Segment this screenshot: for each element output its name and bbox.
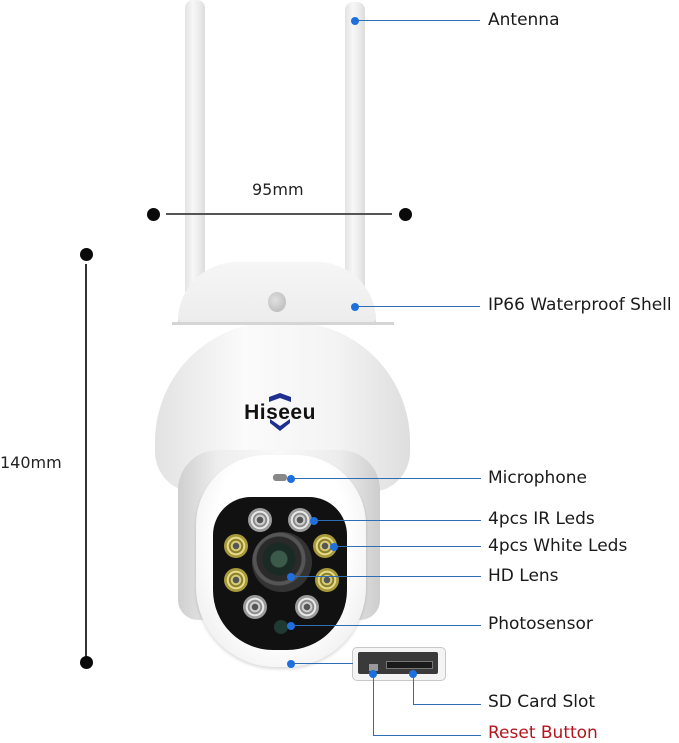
leader-line	[334, 546, 481, 548]
right-antenna	[345, 2, 365, 300]
callout-label: Reset Button	[488, 723, 598, 743]
width-dimension-line	[166, 213, 392, 215]
leader-line	[355, 20, 480, 22]
microphone-hole	[273, 474, 287, 481]
shield-logo-icon	[269, 393, 291, 431]
leader-line	[373, 735, 481, 737]
brand-logo: Hiseeu	[238, 393, 322, 433]
ir-led	[243, 595, 267, 619]
leader-line	[355, 306, 480, 308]
ir-led	[288, 508, 312, 532]
dimension-endpoint-icon	[146, 207, 160, 221]
top-indicator	[268, 292, 286, 312]
leader-line	[291, 478, 481, 480]
leader-line-vertical	[413, 674, 415, 704]
reset-button-element	[369, 664, 378, 671]
callout-label: Microphone	[488, 468, 587, 488]
white-led	[224, 534, 248, 558]
leader-line	[314, 520, 481, 522]
hd-lens-element	[252, 532, 312, 592]
white-led	[315, 568, 339, 592]
sd-card-slot-element	[386, 661, 433, 669]
photosensor-element	[274, 620, 288, 634]
height-value: 140mm	[0, 453, 62, 472]
callout-label: 4pcs IR Leds	[488, 509, 595, 529]
callout-label: HD Lens	[488, 566, 559, 586]
callout-label: Antenna	[488, 10, 560, 30]
width-value: 95mm	[252, 180, 304, 199]
ir-led	[248, 508, 272, 532]
callout-label: 4pcs White Leds	[488, 536, 628, 556]
leader-line	[291, 625, 481, 627]
dimension-endpoint-icon	[398, 207, 412, 221]
ir-led	[295, 595, 319, 619]
logo-text: Hiseeu	[244, 401, 316, 424]
callout-label: SD Card Slot	[488, 692, 596, 712]
left-antenna	[185, 0, 205, 300]
height-dimension-line	[85, 264, 87, 658]
dimension-endpoint-icon	[79, 247, 93, 261]
sd-slot-inset	[352, 647, 446, 681]
white-led	[224, 568, 248, 592]
callout-label: Photosensor	[488, 614, 593, 634]
leader-line	[291, 576, 481, 578]
leader-line	[291, 663, 353, 665]
leader-line	[413, 704, 481, 706]
dome-rim	[172, 322, 394, 325]
dimension-endpoint-icon	[79, 655, 93, 669]
callout-label: IP66 Waterproof Shell	[488, 295, 672, 315]
leader-line-vertical	[373, 674, 375, 735]
